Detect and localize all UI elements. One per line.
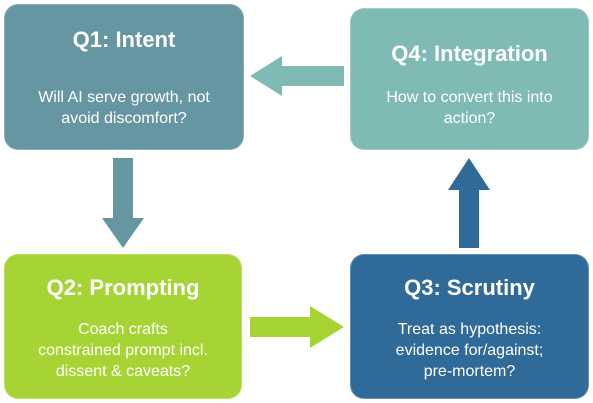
box-q2-prompting: Q2: Prompting Coach crafts constrained p…	[4, 254, 242, 399]
box-q1-intent: Q1: Intent Will AI serve growth, not avo…	[4, 4, 244, 150]
arrow-q2-to-q3-shape	[250, 306, 344, 348]
arrow-left-icon	[250, 56, 344, 96]
box-q2-question-line-2: constrained prompt incl.	[38, 342, 208, 359]
arrow-down-icon	[102, 158, 144, 248]
box-q3-title: Q3: Scrutiny	[404, 275, 535, 300]
box-q1-title: Q1: Intent	[72, 27, 176, 52]
arrow-q3-to-q4-shape	[448, 158, 490, 248]
box-q4-title: Q4: Integration	[391, 41, 548, 66]
arrow-right-icon	[250, 306, 344, 348]
box-q4-integration: Q4: Integration How to convert this into…	[350, 8, 589, 150]
box-q1-question: Will AI serve growth, not avoid discomfo…	[11, 87, 237, 129]
box-q2-question-line-3: dissent & caveats?	[55, 363, 191, 380]
box-q1-question-line-1: Will AI serve growth, not	[38, 89, 210, 106]
arrow-up-icon	[448, 158, 490, 248]
arrow-q1-to-q2-shape	[102, 158, 144, 248]
box-q2-question: Coach crafts constrained prompt incl. di…	[11, 319, 235, 382]
box-q3-scrutiny: Q3: Scrutiny Treat as hypothesis: eviden…	[350, 254, 589, 399]
box-q4-question-line-2: action?	[443, 110, 496, 127]
box-q4-question-line-1: How to convert this into	[386, 89, 553, 106]
box-q1-question-line-2: avoid discomfort?	[61, 110, 187, 127]
box-q3-question-line-2: evidence for/against;	[395, 342, 544, 359]
box-q3-question-line-1: Treat as hypothesis:	[397, 321, 542, 338]
box-q3-question-line-3: pre-mortem?	[423, 363, 516, 380]
arrow-q4-to-q1-shape	[250, 56, 344, 96]
box-q3-question: Treat as hypothesis: evidence for/agains…	[357, 319, 582, 382]
box-q2-title: Q2: Prompting	[46, 275, 200, 300]
box-q2-question-line-1: Coach crafts	[78, 321, 168, 338]
box-q4-question: How to convert this into action?	[357, 87, 582, 129]
